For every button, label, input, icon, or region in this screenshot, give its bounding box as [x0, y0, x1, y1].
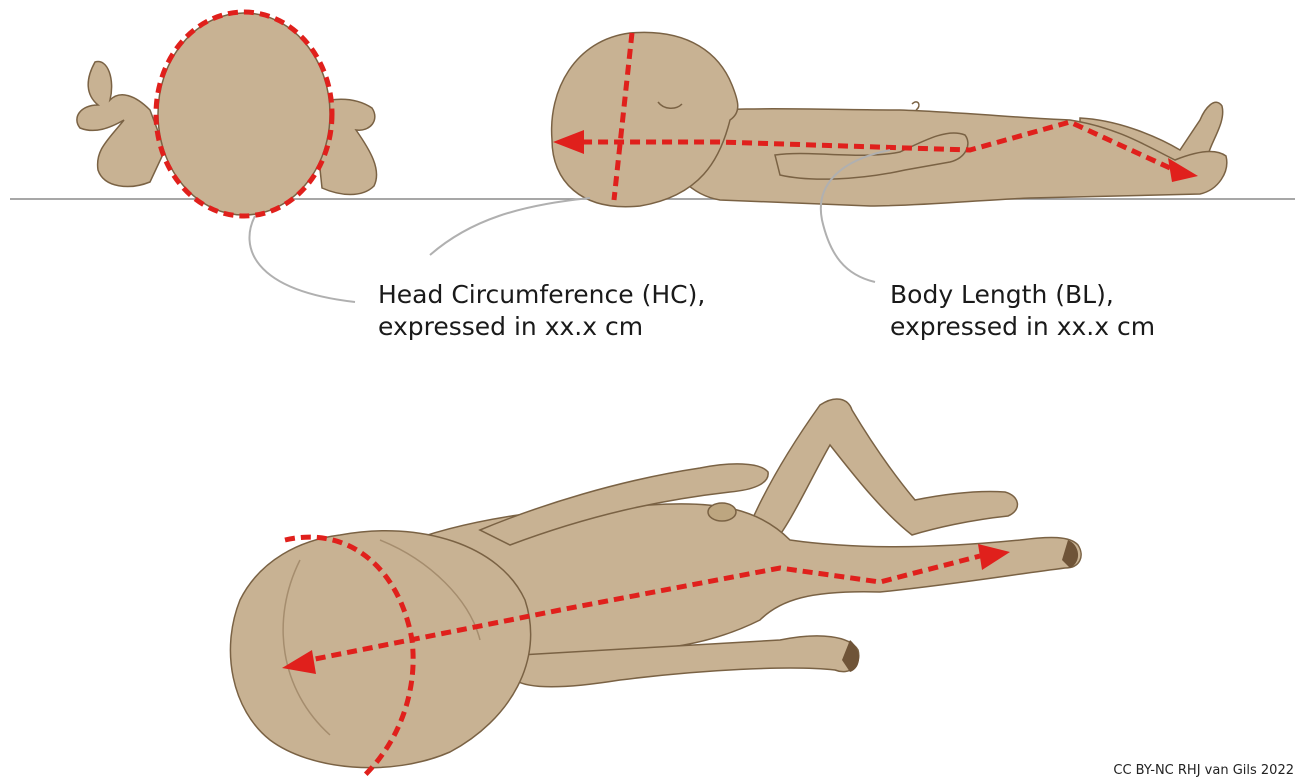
license-credit: CC BY-NC RHJ van Gils 2022: [1113, 763, 1294, 778]
hc-label-line2: expressed in xx.x cm: [378, 311, 705, 343]
bl-label-line1: Body Length (BL),: [890, 279, 1155, 311]
hc-label-line1: Head Circumference (HC),: [378, 279, 705, 311]
infant-top-view: [230, 399, 1081, 775]
hc-leader-line-side: [430, 198, 590, 255]
hc-leader-line-front: [249, 216, 355, 302]
infant-front-view: [77, 12, 377, 216]
body-length-label: Body Length (BL), expressed in xx.x cm: [890, 279, 1155, 343]
infant-side-view: [552, 32, 1227, 206]
head-circumference-label: Head Circumference (HC), expressed in xx…: [378, 279, 705, 343]
bl-label-line2: expressed in xx.x cm: [890, 311, 1155, 343]
